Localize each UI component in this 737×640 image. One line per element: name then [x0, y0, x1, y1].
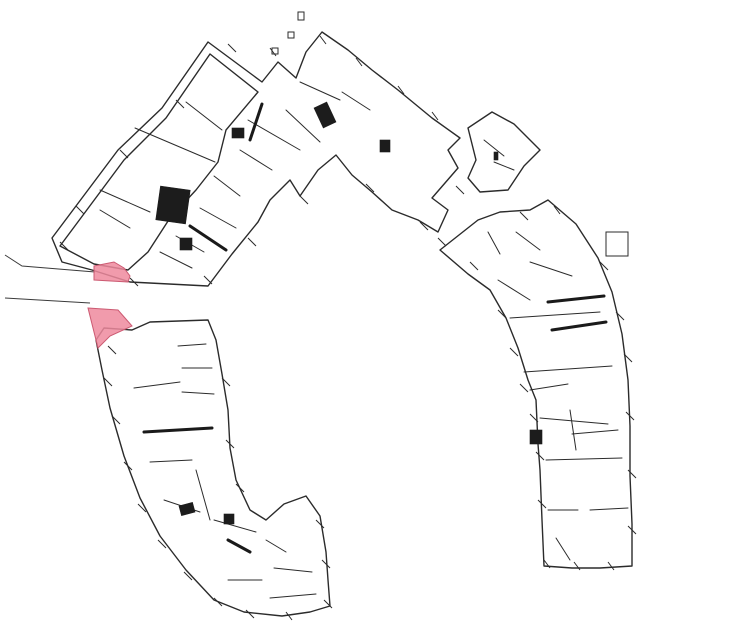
- wall-section-ticks: [59, 35, 637, 621]
- highlight-area-upper: [93, 261, 131, 283]
- approach-road-lines: [4, 254, 96, 304]
- detached-marks: [271, 11, 629, 257]
- north-west-wing: [51, 31, 461, 287]
- east-wing: [439, 199, 633, 569]
- north-east-block: [467, 111, 541, 193]
- south-west-wing: [95, 319, 331, 617]
- highlight-area-lower: [87, 307, 133, 349]
